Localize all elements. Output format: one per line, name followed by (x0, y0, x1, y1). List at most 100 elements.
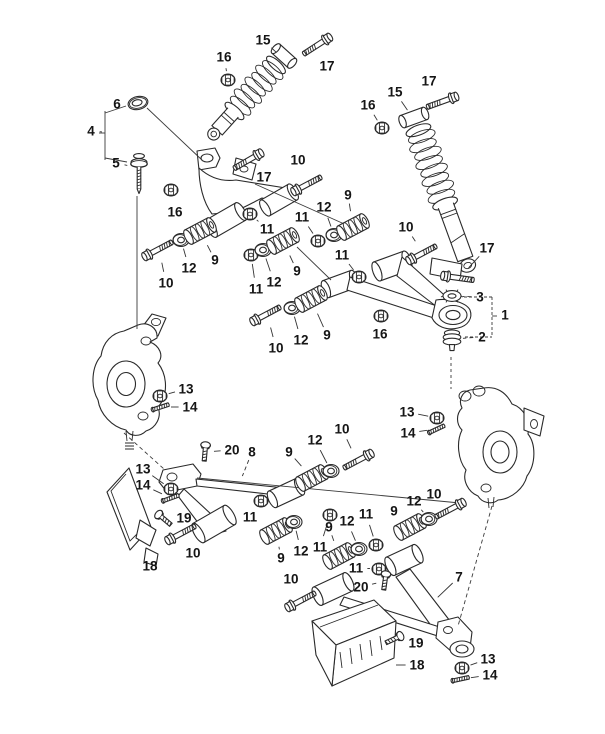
callout-label: 12 (307, 433, 322, 448)
bolt-glyph (139, 236, 176, 264)
nut-glyph (152, 389, 168, 403)
callout-label: 2 (478, 330, 486, 345)
nut-glyph (163, 482, 179, 496)
callout-label: 5 (112, 156, 120, 171)
leader-line (348, 263, 354, 271)
nut-glyph (429, 411, 445, 425)
callout-label: 14 (182, 400, 198, 415)
callout-label: 11 (260, 222, 275, 237)
callout-label: 11 (335, 248, 350, 263)
callout-label: 3 (476, 290, 484, 305)
leader-line (419, 429, 428, 432)
bolt-s-glyph (198, 440, 212, 462)
callout-label: 16 (360, 98, 376, 113)
bolt-s-glyph (152, 508, 175, 530)
callout-label: 16 (372, 327, 388, 342)
leader-line (331, 535, 335, 542)
callout-label: 12 (316, 200, 331, 215)
knuckle-left (92, 313, 167, 450)
callout-label: 20 (353, 580, 368, 595)
callout-label: 10 (268, 341, 283, 356)
cap-glyph (126, 94, 150, 112)
callout-label: 1 (501, 308, 509, 323)
callout-label: 10 (290, 153, 305, 168)
callout-label: 10 (334, 422, 349, 437)
nut-glyph (163, 183, 179, 197)
screw-glyph (426, 422, 447, 436)
callout-label: 10 (426, 487, 441, 502)
callout-label: 6 (113, 97, 121, 112)
bolt-s-glyph (378, 569, 392, 592)
bolt-glyph (282, 587, 319, 615)
leader-line (206, 245, 212, 253)
callout-label: 9 (277, 551, 285, 566)
leader-line (468, 256, 480, 269)
guard-right (311, 599, 397, 687)
callout-label: 4 (87, 124, 95, 139)
callout-label: 19 (176, 511, 191, 526)
leader-line (401, 101, 408, 111)
knuckle-right (456, 385, 545, 509)
callout-label: 17 (319, 59, 334, 74)
leader-line (470, 662, 478, 666)
leader-line (294, 316, 299, 330)
leader-line (294, 458, 302, 467)
nut-glyph (374, 121, 390, 135)
callout-label: 10 (185, 546, 200, 561)
callout-label: 13 (399, 405, 415, 420)
callout-label: 13 (135, 462, 151, 477)
leader-line (225, 68, 227, 72)
callout-label: 11 (295, 210, 310, 225)
nut-glyph (310, 234, 326, 248)
callout-label: 9 (325, 520, 333, 535)
callout-label: 11 (243, 510, 258, 525)
leader-line (256, 219, 259, 222)
bolt-glyph (247, 301, 284, 329)
callout-label: 11 (249, 282, 264, 297)
shock-absorber-left (207, 43, 298, 141)
callout-label: 12 (266, 275, 281, 290)
callout-label: 9 (344, 188, 352, 203)
leader-line (307, 226, 314, 234)
guard-left (106, 467, 159, 567)
callout-label: 14 (400, 426, 416, 441)
leader-line (124, 164, 128, 166)
callout-label: 13 (480, 652, 496, 667)
leader-line (241, 459, 250, 477)
callout-label: 16 (167, 205, 183, 220)
callout-label: 12 (339, 514, 354, 529)
leader-line (369, 524, 374, 537)
callout-label: 17 (256, 170, 271, 185)
callout-label: 7 (455, 570, 463, 585)
callout-label: 15 (387, 85, 403, 100)
callout-label: 12 (293, 333, 308, 348)
leader-line (319, 449, 328, 464)
leader-line (289, 255, 294, 264)
callout-label: 18 (142, 559, 158, 574)
leader-line (462, 337, 474, 339)
washer-glyph (285, 514, 303, 530)
bushing-glyph (181, 215, 219, 247)
callout-label: 8 (248, 445, 256, 460)
leader-line (168, 391, 176, 395)
callout-label: 19 (408, 636, 423, 651)
balljoint-glyph (442, 329, 462, 352)
callout-label: 14 (135, 478, 151, 493)
nut-glyph (373, 309, 389, 323)
callout-label: 17 (421, 74, 436, 89)
washer-glyph (350, 541, 368, 557)
callout-label: 10 (158, 276, 173, 291)
callout-label: 12 (293, 544, 308, 559)
bolt-glyph (424, 89, 461, 114)
reference-lines (99, 105, 497, 627)
bushing-glyph (292, 283, 330, 315)
nut-glyph (242, 207, 258, 221)
lower-arm-left (158, 463, 306, 544)
callout-label: 20 (224, 443, 239, 458)
leader-line (371, 582, 377, 585)
leader-line (153, 489, 163, 495)
leader-line (470, 676, 479, 679)
callout-label: 16 (216, 50, 232, 65)
